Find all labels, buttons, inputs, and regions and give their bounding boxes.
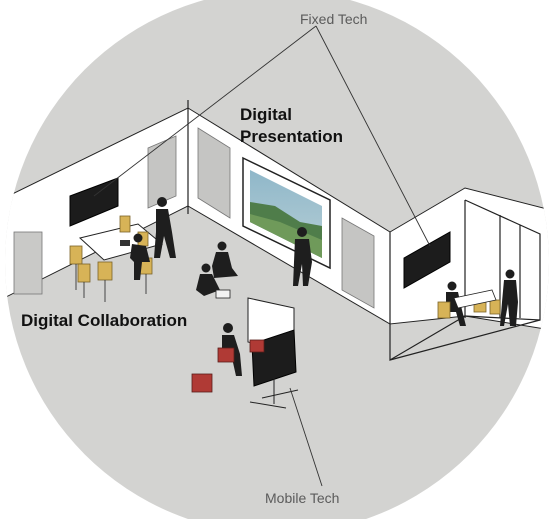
left-wall-window — [13, 231, 43, 295]
floor-circle — [5, 0, 549, 519]
person-figure — [212, 241, 238, 278]
fixed-tech-label: Fixed Tech — [300, 11, 368, 27]
person-figure — [196, 263, 220, 296]
person-figure — [293, 227, 312, 286]
mobile-tech-label: Mobile Tech — [265, 490, 340, 506]
screen-icon — [403, 231, 451, 289]
person-figure — [500, 269, 518, 326]
ottoman-icon — [191, 339, 265, 393]
digital-presentation-line2: Presentation — [240, 127, 343, 146]
person-figure — [446, 281, 466, 326]
digital-collaboration-label: Digital Collaboration — [21, 311, 188, 330]
callout-lines — [93, 25, 431, 487]
left-wall-face — [10, 112, 190, 230]
screen-icon — [69, 177, 119, 227]
back-wall-panel-2 — [341, 217, 375, 309]
person-figure — [154, 197, 176, 258]
back-wall-panel-1 — [197, 127, 231, 219]
digital-presentation-line1: Digital — [240, 105, 292, 124]
digital-presentation-label: Digital Presentation — [240, 104, 343, 148]
person-figure — [130, 233, 150, 280]
